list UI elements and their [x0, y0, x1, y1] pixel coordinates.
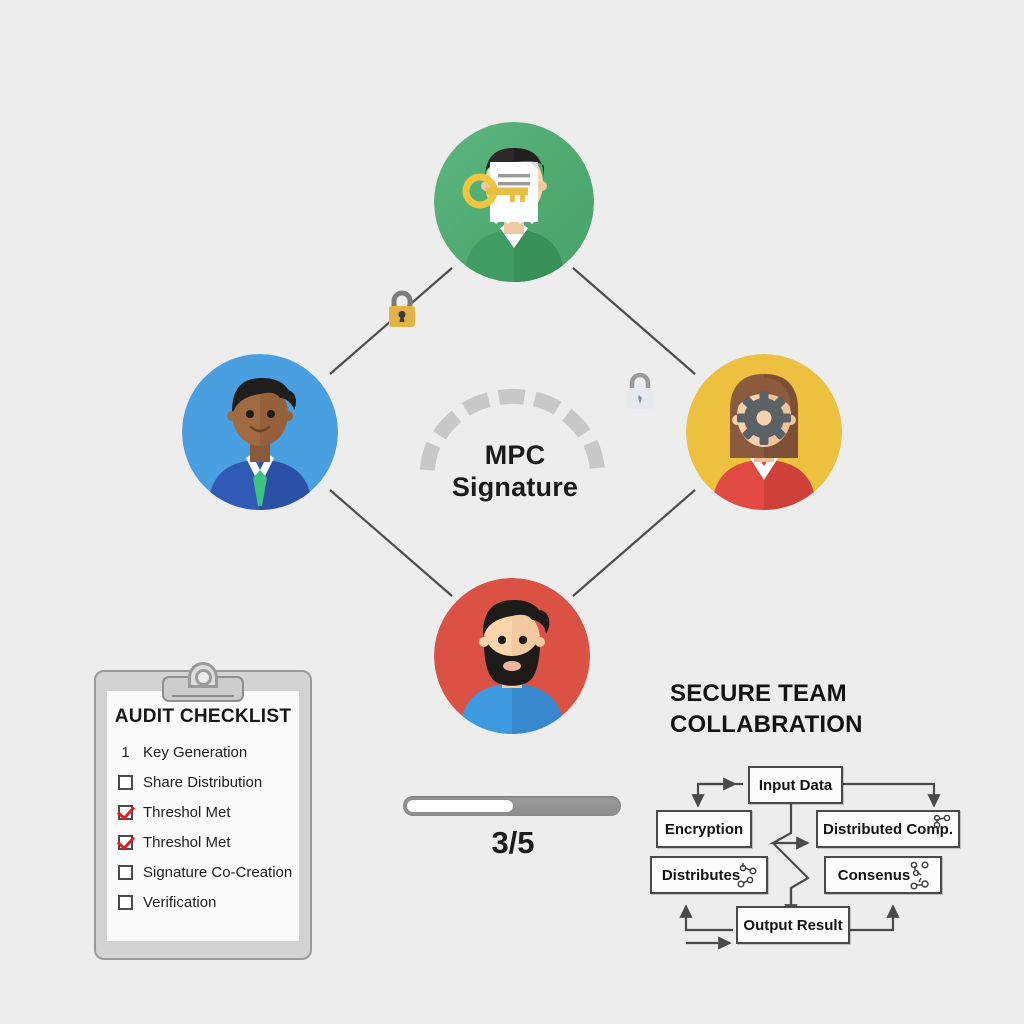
- checklist-item-threshold-met-1[interactable]: Threshol Met: [118, 804, 231, 821]
- center-title-line2: Signature: [451, 471, 579, 502]
- checkbox-checked[interactable]: [118, 835, 133, 850]
- checkbox[interactable]: [118, 895, 133, 910]
- locked-padlock-icon: [384, 288, 420, 335]
- checklist-item-label: Key Generation: [143, 744, 248, 761]
- flow-node-label: Consenus: [837, 866, 911, 884]
- link-bottom-right: [572, 489, 696, 597]
- checklist-item-label: Signature Co-Creation: [143, 864, 293, 881]
- flow-node-label: Distributes: [661, 866, 741, 884]
- flow-node-distributes[interactable]: Distributes: [650, 856, 768, 894]
- link-top-right: [572, 267, 696, 375]
- checkbox[interactable]: [118, 865, 133, 880]
- checklist-item-label: Threshol Met: [143, 834, 231, 851]
- flow-node-label: Input Data: [758, 776, 833, 794]
- gear-icon: [737, 391, 791, 445]
- flow-node-input-data[interactable]: Input Data: [748, 766, 843, 804]
- network-nodes-icon: [736, 861, 762, 895]
- flow-node-label: Distributed Comp.: [823, 820, 953, 838]
- network-node-participant-blue[interactable]: [182, 354, 338, 510]
- network-nodes-icon: [932, 814, 954, 837]
- center-label: MPC Signature: [415, 440, 615, 504]
- clipboard-paper: [106, 690, 300, 942]
- flowchart-title: SECURE TEAM COLLABRATION: [670, 678, 990, 740]
- flow-node-label: Output Result: [743, 916, 843, 934]
- checkbox[interactable]: [118, 775, 133, 790]
- checklist-item-key-generation[interactable]: 1 Key Generation: [118, 744, 247, 761]
- progress-label: 3/5: [491, 825, 535, 860]
- progress-track[interactable]: [403, 796, 621, 816]
- clipboard-clamp-line: [172, 695, 234, 697]
- checklist-item-threshold-met-2[interactable]: Threshol Met: [118, 834, 231, 851]
- center-title-line1: MPC: [484, 440, 546, 470]
- link-left-bottom: [329, 489, 453, 597]
- checklist-item-verification[interactable]: Verification: [118, 894, 216, 911]
- checklist-item-share-distribution[interactable]: Share Distribution: [118, 774, 262, 791]
- network-node-key-holder[interactable]: [434, 122, 594, 282]
- flow-node-label: Encryption: [664, 820, 744, 838]
- item-number: 1: [121, 744, 130, 761]
- flowchart-title-line2: COLLABRATION: [670, 711, 863, 739]
- progress-fill: [406, 799, 514, 813]
- gauge-segments: [419, 388, 605, 471]
- checkbox-checked[interactable]: [118, 805, 133, 820]
- flow-node-output-result[interactable]: Output Result: [736, 906, 850, 944]
- clipboard-ring-hole: [195, 669, 212, 686]
- unlocked-padlock-icon: [622, 370, 658, 417]
- flow-node-encryption[interactable]: Encryption: [656, 810, 752, 848]
- checklist-item-signature-co-creation[interactable]: Signature Co-Creation: [118, 864, 292, 881]
- network-node-participant-red[interactable]: [434, 578, 590, 734]
- flow-node-distributed-comp[interactable]: Distributed Comp.: [816, 810, 960, 848]
- network-node-participant-yellow[interactable]: [686, 354, 842, 510]
- flow-node-consenus[interactable]: Consenus: [824, 856, 942, 894]
- checklist-item-label: Threshol Met: [143, 804, 231, 821]
- checklist-item-label: Share Distribution: [143, 774, 263, 791]
- secure-team-flowchart: SECURE TEAM COLLABRATION: [648, 678, 988, 968]
- mpc-gauge: [415, 378, 615, 518]
- audit-clipboard: AUDIT CHECKLIST 1 Key Generation Share D…: [94, 660, 312, 960]
- network-nodes-icon: [908, 861, 936, 897]
- document-key-icon: [462, 162, 538, 224]
- flowchart-arrows: [679, 777, 941, 950]
- checklist-item-label: Verification: [143, 894, 217, 911]
- flowchart-title-line1: SECURE TEAM: [670, 680, 847, 707]
- checklist-title: AUDIT CHECKLIST: [114, 706, 292, 727]
- threshold-progress[interactable]: 3/5: [403, 796, 623, 861]
